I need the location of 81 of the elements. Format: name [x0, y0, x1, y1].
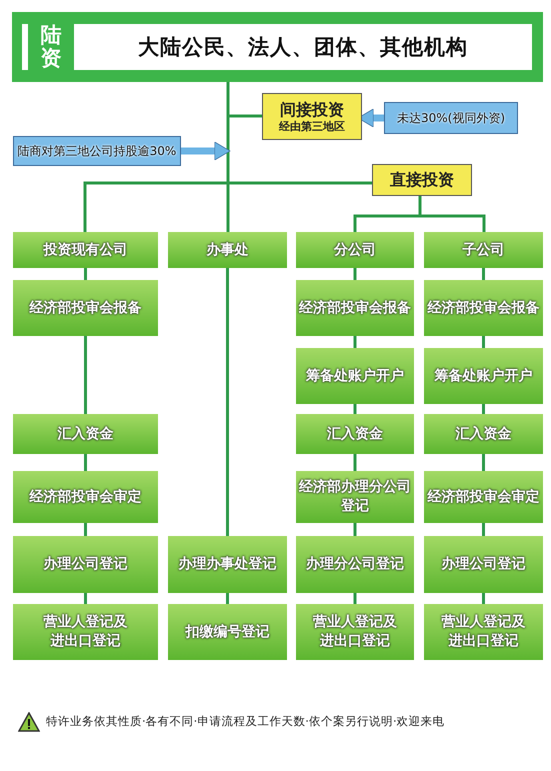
side-label: 陆资 [22, 24, 62, 70]
box-text: 分公司 [334, 240, 376, 260]
box-subtitle: 经由第三地区 [279, 120, 345, 134]
connector-line [354, 523, 356, 536]
box-text: 经济部投审会报备 [299, 298, 411, 318]
process-box [296, 414, 414, 454]
box-text: 办理公司登记 [442, 555, 526, 574]
connector-line [482, 523, 485, 536]
box-text: 汇入资金 [58, 424, 114, 444]
process-box [424, 536, 543, 593]
connector-line [482, 454, 485, 471]
box-text: 汇入资金 [456, 424, 512, 444]
connector-line [84, 268, 87, 280]
box-text: 办事处 [206, 240, 248, 260]
box-text: 办理公司登记 [44, 555, 128, 574]
process-box [13, 414, 158, 454]
box-text: 经济部投审会审定 [30, 488, 142, 506]
box-text: 营业人登记及进出口登记 [440, 613, 526, 651]
box-text: 扣缴编号登记 [186, 622, 270, 642]
box-text: 办理分公司登记 [306, 555, 404, 574]
process-box [296, 471, 414, 523]
process-box [168, 536, 287, 593]
connector-line [354, 268, 356, 280]
process-box [296, 280, 414, 336]
process-box [296, 536, 414, 593]
connector-line [418, 196, 486, 232]
process-box [424, 348, 543, 404]
heading-bar: 大陆公民、法人、团体、其他机构 [74, 24, 532, 70]
connector-line [482, 593, 485, 604]
box-text: 经济部投审会报备 [30, 298, 142, 318]
connector-line [226, 268, 229, 536]
box-title: 间接投资 [280, 100, 344, 120]
connector-line [84, 523, 87, 536]
process-box [168, 232, 287, 268]
connector-line [482, 404, 485, 414]
box-text: 未达30%(视同外资) [396, 110, 506, 126]
connector-line [84, 454, 87, 471]
condition-box [384, 102, 518, 134]
investment-box [262, 93, 362, 140]
box-text: 汇入资金 [327, 424, 383, 444]
box-text: 子公司 [462, 240, 504, 260]
process-box [424, 232, 543, 268]
connector-line [354, 336, 356, 348]
process-box [168, 604, 287, 660]
connector-line [354, 454, 356, 471]
box-text: 筹备处账户开户 [306, 366, 404, 386]
process-box [296, 604, 414, 660]
process-box [424, 414, 543, 454]
box-text: 经济部投审会报备 [428, 298, 540, 318]
box-text: 陆商对第三地公司持股逾30% [18, 142, 176, 160]
connector-line [84, 336, 87, 414]
footnote: 特许业务依其性质·各有不同·申请流程及工作天数·依个案另行说明·欢迎来电 [46, 714, 445, 729]
source-box [12, 12, 543, 82]
process-box [424, 471, 543, 523]
box-title: 直接投资 [390, 170, 454, 190]
investment-box [372, 164, 472, 196]
connector-line [482, 268, 485, 280]
box-text: 办理办事处登记 [178, 555, 276, 574]
box-text: 经济部投审会审定 [428, 488, 540, 506]
connector-line [84, 593, 87, 604]
process-box [13, 232, 158, 268]
connector-line [354, 593, 356, 604]
box-text: 投资现有公司 [44, 240, 128, 260]
process-box [13, 471, 158, 523]
connector-line [354, 404, 356, 414]
box-text: 营业人登记及进出口登记 [42, 613, 128, 651]
box-text: 筹备处账户开户 [434, 366, 532, 386]
arrow [181, 142, 230, 160]
connector-line [482, 336, 485, 348]
process-box [424, 604, 543, 660]
process-box [13, 604, 158, 660]
process-box [296, 348, 414, 404]
box-text: 经济部办理分公司登记 [298, 478, 412, 516]
condition-box [13, 136, 181, 166]
process-box [13, 280, 158, 336]
connector-line [226, 593, 229, 604]
process-box [296, 232, 414, 268]
connector-line [84, 182, 372, 232]
process-box [424, 280, 543, 336]
process-box [13, 536, 158, 593]
box-text: 营业人登记及进出口登记 [312, 613, 398, 651]
